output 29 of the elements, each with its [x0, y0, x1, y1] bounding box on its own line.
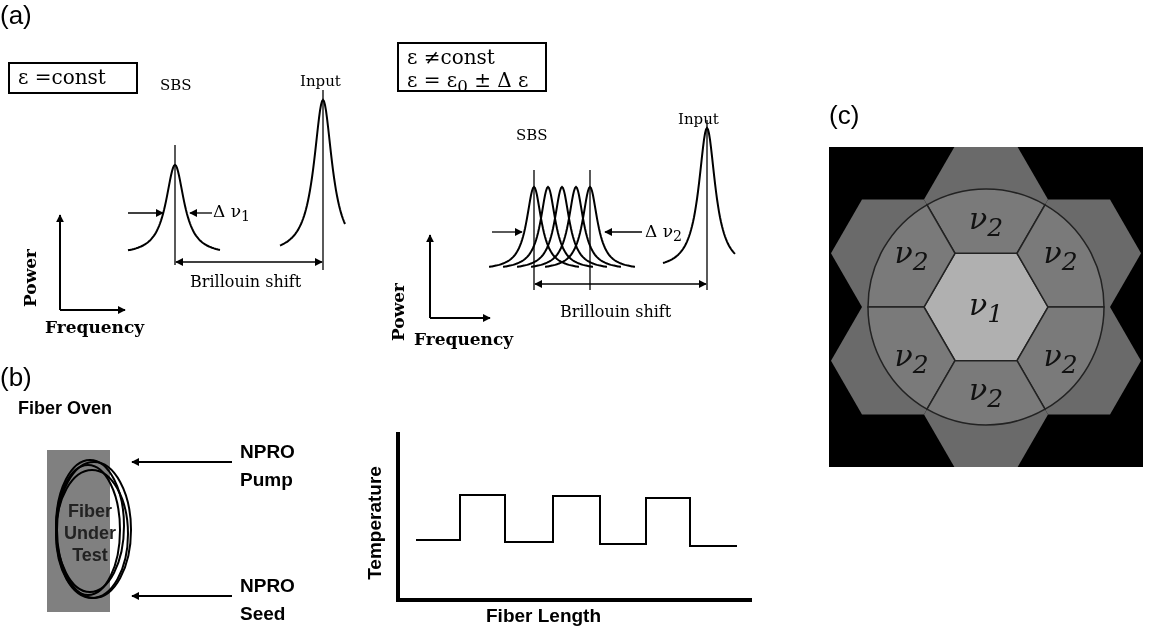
panel-label: (c): [829, 100, 860, 131]
ring-segment: ν$_{2}$: [927, 189, 1045, 254]
ring-segment: ν$_{2}$: [927, 360, 1045, 425]
axis-title: Temperature: [364, 466, 386, 580]
dimension-label: Brillouin shift: [560, 302, 672, 321]
ring-segment: ν$_{2}$: [868, 204, 955, 307]
panel-label: (a): [0, 0, 32, 31]
axis-title: Fiber Length: [486, 605, 602, 627]
peak-label: Input: [300, 72, 341, 90]
source-label: NPRO Pump: [240, 438, 300, 498]
peak-label: SBS: [516, 126, 548, 144]
ring-segment: ν$_{2}$: [1017, 204, 1104, 307]
panel-label: (b): [0, 362, 32, 393]
axis-title: Frequency: [45, 317, 145, 337]
equation-box: ε =const: [8, 62, 138, 94]
linewidth-label: Δ ν$_{1}$: [213, 201, 251, 225]
arrow: [131, 458, 233, 466]
dimension-label: Brillouin shift: [190, 272, 302, 291]
heading: Fiber Oven: [18, 398, 113, 419]
source-label: NPRO Seed: [240, 572, 300, 632]
peak-label: Input: [678, 110, 719, 128]
linewidth-label: Δ ν$_{2}$: [645, 221, 683, 245]
axis-title: Frequency: [414, 329, 514, 349]
axis-title: Power: [388, 282, 408, 342]
peak-label: SBS: [160, 76, 192, 94]
ring-segment: ν$_{2}$: [1017, 307, 1104, 410]
ring-segment: ν$_{2}$: [868, 307, 955, 410]
axis-title: Power: [20, 248, 40, 308]
arrow: [131, 592, 233, 600]
